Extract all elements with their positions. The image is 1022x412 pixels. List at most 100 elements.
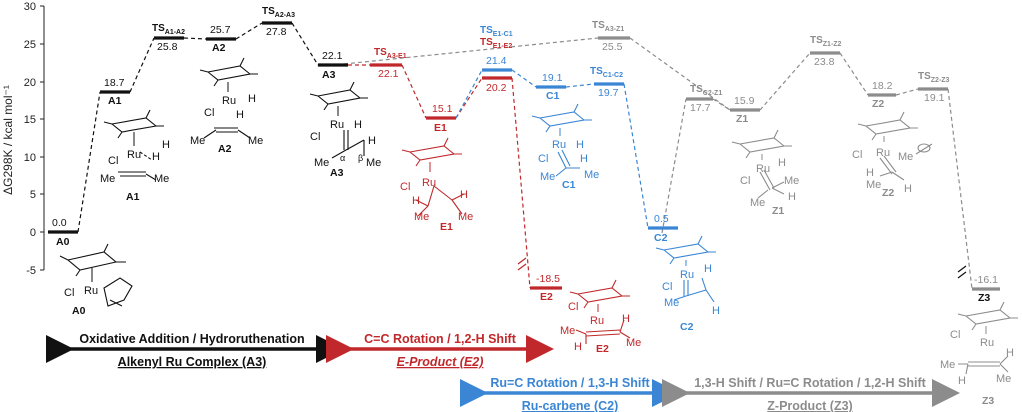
atom-Cl: Cl — [64, 287, 74, 299]
structure-Z3: Ru Cl Me H H Me Z3 — [940, 301, 1018, 407]
value-TS-A3-E1: 22.1 — [378, 68, 399, 80]
atom-Cl: Cl — [204, 107, 214, 119]
atom-Me: Me — [940, 359, 955, 371]
atom-H: H — [866, 167, 874, 179]
atom-H: H — [712, 305, 720, 317]
atom-H: H — [778, 157, 786, 169]
atom-Me: Me — [540, 171, 555, 183]
structure-label-A1: A1 — [126, 191, 140, 203]
atom-H: H — [152, 151, 160, 163]
beta-label: β — [358, 153, 363, 163]
label-TS-A1-A2: TSA1-A2 — [152, 23, 185, 36]
structure-A2: Ru H Cl H Me Me A2 — [190, 57, 263, 155]
label-A2: A2 — [212, 42, 226, 54]
atom-Me: Me — [414, 211, 429, 223]
atom-Cl: Cl — [538, 153, 548, 165]
value-TS-Z1-Z2: 23.8 — [814, 56, 835, 68]
atom-Ru: Ru — [422, 177, 436, 189]
label-TS-A3-Z1: TSA3-Z1 — [592, 20, 624, 33]
atom-Me: Me — [100, 173, 115, 185]
value-TS-A2-A3: 27.8 — [266, 26, 287, 38]
a-path-connectors — [77, 22, 319, 233]
label-C1: C1 — [546, 90, 560, 102]
y-axis: 30 25 20 15 10 5 0 -5 ΔG298K / kcal mol⁻… — [1, 1, 45, 277]
value-TS-E1-C1: 21.4 — [486, 55, 507, 67]
label-TS-E1-E2: TSE1-E2 — [480, 37, 512, 50]
value-A3: 22.1 — [322, 50, 343, 62]
structure-E2: Ru Cl Me H H Me E2 — [560, 279, 641, 355]
atom-Ru: Ru — [876, 147, 890, 159]
atom-H: H — [368, 135, 376, 147]
atom-Ru: Ru — [552, 139, 566, 151]
c-path-connectors — [455, 69, 649, 229]
label-TS-Z1-Z2: TSZ1-Z2 — [810, 35, 842, 48]
label-Z1: Z1 — [736, 113, 748, 125]
value-A1: 18.7 — [104, 77, 125, 89]
label-Z3: Z3 — [978, 292, 990, 304]
structure-Z1: Ru H Cl Me Me H Z1 — [731, 129, 799, 217]
atom-Ru: Ru — [756, 163, 770, 175]
a-levels — [48, 21, 348, 234]
band-red-bottom-label: E-Product (E2) — [397, 355, 484, 369]
atom-H: H — [460, 189, 468, 201]
structure-label-Z2: Z2 — [882, 187, 894, 199]
value-TS-C2-Z1: 17.7 — [690, 102, 711, 114]
y-tick-label: 25 — [24, 39, 36, 51]
atom-Me: Me — [154, 173, 169, 185]
alpha-label: α — [340, 153, 345, 163]
label-E1: E1 — [434, 122, 447, 134]
atom-Cl: Cl — [400, 181, 410, 193]
label-Z2: Z2 — [872, 98, 884, 110]
value-A0: 0.0 — [52, 217, 67, 229]
atom-Ru: Ru — [590, 315, 604, 327]
label-TS-A2-A3: TSA2-A3 — [262, 6, 295, 19]
atom-Me: Me — [560, 325, 575, 337]
atom-Me: Me — [314, 157, 329, 169]
value-E1: 15.1 — [432, 103, 453, 115]
value-C2: 0.5 — [654, 213, 669, 225]
atom-Cl: Cl — [852, 149, 862, 161]
atom-H: H — [354, 119, 362, 131]
structure-label-A0: A0 — [72, 305, 86, 317]
structure-E1: Ru Cl H H Me Me E1 — [400, 137, 473, 233]
band-blue: Ru=C Rotation / 1,3-H Shift Ru-carbene (… — [460, 376, 680, 412]
band-red-top-label: C=C Rotation / 1,2-H Shift — [364, 332, 517, 346]
atom-H: H — [622, 313, 630, 325]
atom-Ru: Ru — [222, 95, 236, 107]
atom-H: H — [788, 191, 796, 203]
structure-label-C1: C1 — [562, 179, 576, 191]
atom-Cl: Cl — [740, 175, 750, 187]
z-path-connectors — [343, 37, 973, 290]
atom-Ru: Ru — [127, 149, 141, 161]
atom-Ru: Ru — [680, 269, 694, 281]
structure-C2: Ru Cl Me H H C2 — [655, 235, 720, 333]
structure-A3: Ru H Cl H α β Me Me A3 — [309, 81, 381, 179]
atom-Cl: Cl — [568, 301, 578, 313]
atom-Ru: Ru — [980, 337, 994, 349]
atom-Ru: Ru — [84, 285, 98, 297]
y-tick-label: -5 — [26, 265, 36, 277]
y-tick-label: 10 — [24, 152, 36, 164]
value-Z1: 15.9 — [734, 95, 755, 107]
label-E2: E2 — [540, 291, 553, 303]
band-red: C=C Rotation / 1,2-H Shift E-Product (E2… — [326, 332, 554, 369]
label-TS-E1-C1: TSE1-C1 — [480, 25, 513, 38]
band-black-bottom-label: Alkenyl Ru Complex (A3) — [118, 355, 267, 369]
atom-Me: Me — [784, 175, 799, 187]
label-TS-C1-C2: TSC1-C2 — [590, 66, 623, 79]
atom-Me: Me — [664, 297, 679, 309]
atom-H: H — [248, 93, 256, 105]
axis-break-marks — [517, 257, 967, 279]
value-Z2: 18.2 — [872, 80, 893, 92]
atom-H: H — [236, 109, 244, 121]
value-TS-Z2-Z3: 19.1 — [924, 92, 945, 104]
atom-Me: Me — [366, 157, 381, 169]
atom-Me: Me — [584, 169, 599, 181]
atom-H: H — [704, 263, 712, 275]
atom-H: H — [574, 341, 582, 353]
atom-Me: Me — [626, 337, 641, 349]
atom-Me: Me — [458, 211, 473, 223]
label-A1: A1 — [108, 95, 122, 107]
atom-Me: Me — [898, 151, 913, 163]
y-tick-label: 15 — [24, 114, 36, 126]
